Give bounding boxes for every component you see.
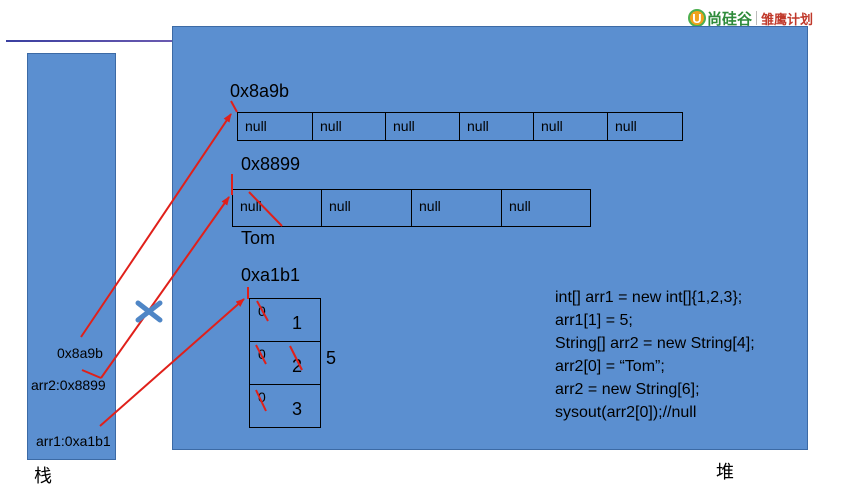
array-cell: null bbox=[412, 190, 502, 226]
stack-label: 栈 bbox=[34, 466, 52, 487]
header-rule bbox=[6, 40, 172, 42]
logo-brand: 尚硅谷 bbox=[707, 10, 753, 28]
code-line: int[] arr1 = new int[]{1,2,3}; bbox=[555, 289, 743, 306]
int-default-value: 0 bbox=[258, 346, 266, 362]
string-array-4-address: 0x8899 bbox=[241, 154, 301, 174]
stack-old-reference: 0x8a9b bbox=[57, 345, 103, 361]
array-cell: null bbox=[615, 118, 637, 134]
int-default-value: 0 bbox=[258, 303, 266, 319]
stack-var-arr1: arr1:0xa1b1 bbox=[36, 433, 111, 449]
string-array-6: null null null null null null bbox=[237, 112, 683, 141]
code-line: arr2[0] = “Tom”; bbox=[555, 358, 665, 375]
logo-mark-icon: U bbox=[688, 9, 706, 27]
logo-divider bbox=[756, 11, 758, 25]
array-cell: null bbox=[509, 198, 531, 214]
int-array-address: 0xa1b1 bbox=[241, 265, 301, 285]
string-array-6-address: 0x8a9b bbox=[230, 81, 290, 101]
code-block: int[] arr1 = new int[]{1,2,3}; arr1[1] =… bbox=[555, 286, 755, 424]
array-cell: null bbox=[313, 113, 386, 140]
array-cell: null bbox=[460, 113, 534, 140]
code-line: arr2 = new String[6]; bbox=[555, 381, 700, 398]
array-cell: null bbox=[322, 190, 412, 226]
int-value: 1 bbox=[292, 313, 303, 333]
code-line: String[] arr2 = new String[4]; bbox=[555, 335, 755, 352]
stack-panel bbox=[27, 53, 116, 460]
int-array-cell: 0 3 bbox=[250, 385, 320, 427]
code-line: sysout(arr2[0]);//null bbox=[555, 404, 697, 421]
assigned-int-five: 5 bbox=[326, 348, 337, 368]
int-default-value: 0 bbox=[258, 389, 266, 405]
array-cell: null bbox=[386, 113, 460, 140]
int-value: 2 bbox=[292, 356, 303, 376]
string-array-4: null null null null bbox=[232, 189, 591, 227]
broken-reference-cross-icon bbox=[135, 300, 163, 323]
int-array-cell: 0 2 bbox=[250, 342, 320, 385]
array-cell: null bbox=[534, 113, 608, 140]
int-array: 0 1 0 2 0 3 bbox=[249, 298, 321, 428]
code-line: arr1[1] = 5; bbox=[555, 312, 633, 329]
stack-var-arr2: arr2:0x8899 bbox=[31, 377, 106, 393]
logo: U 尚硅谷 雏鹰计划 bbox=[688, 6, 813, 30]
assigned-string-tom: Tom bbox=[241, 228, 276, 248]
logo-subtitle: 雏鹰计划 bbox=[761, 11, 814, 27]
array-cell: null bbox=[238, 113, 313, 140]
int-array-cell: 0 1 bbox=[250, 299, 320, 342]
array-cell: null bbox=[233, 190, 322, 226]
heap-label: 堆 bbox=[716, 462, 734, 483]
int-value: 3 bbox=[292, 399, 303, 419]
